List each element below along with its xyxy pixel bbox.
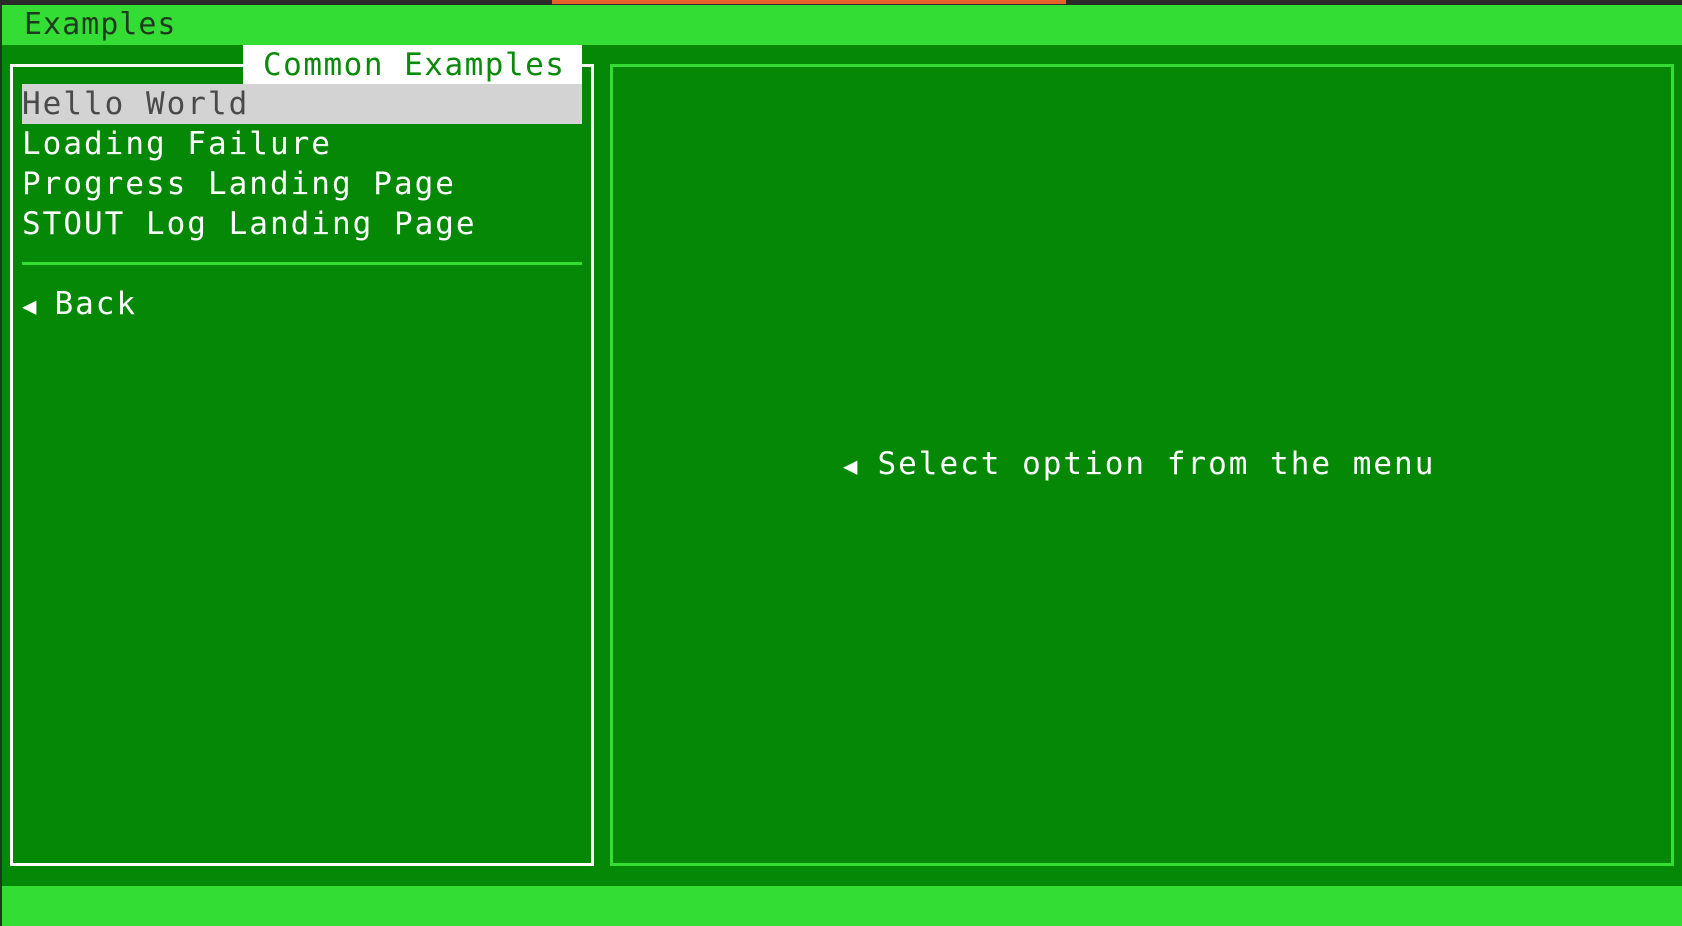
window-title: Examples [24,7,177,42]
menu-list: Hello World Loading Failure Progress Lan… [22,84,582,244]
back-button[interactable]: ◀ Back [22,284,137,324]
menu-panel-title: Common Examples [243,45,582,85]
active-tab-indicator [552,0,1066,4]
left-triangle-icon: ◀ [843,452,860,480]
menu-divider [22,262,582,265]
menu-item-stout-log-landing-page[interactable]: STOUT Log Landing Page [22,206,477,242]
title-bar: Examples [2,5,1682,45]
left-triangle-icon: ◀ [22,292,39,320]
content-hint-text: Select option from the menu [877,446,1436,482]
back-label: Back [54,286,138,322]
top-strip [0,0,1682,5]
content-panel [610,64,1674,866]
menu-item-progress-landing-page[interactable]: Progress Landing Page [22,166,456,202]
menu-item-loading-failure[interactable]: Loading Failure [22,126,332,162]
left-edge [0,5,2,926]
menu-item-hello-world[interactable]: Hello World [22,84,582,124]
status-bar [2,886,1682,926]
content-hint: ◀ Select option from the menu [843,444,1435,484]
